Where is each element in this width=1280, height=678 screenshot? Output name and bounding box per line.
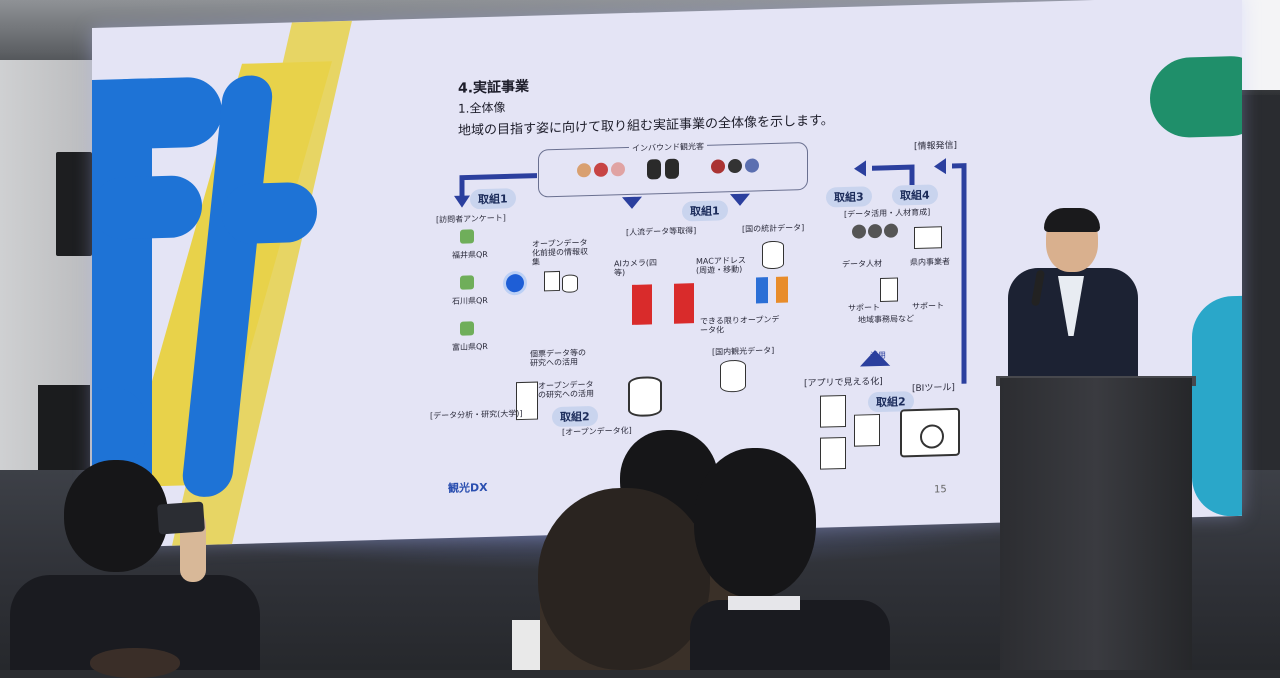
audience-jacket-right bbox=[690, 600, 890, 670]
pie-chart-icon bbox=[820, 394, 846, 428]
data-talent-icon bbox=[852, 223, 898, 239]
domestic-data-label: [国内観光データ] bbox=[712, 345, 775, 357]
audience-head-front bbox=[538, 488, 710, 670]
open-possible-label: できる限りオープンデータ化 bbox=[700, 314, 780, 336]
opendata-label: [オープンデータ化] bbox=[562, 425, 632, 437]
qr-toyama-label: 富山県QR bbox=[452, 341, 488, 352]
audience-collar bbox=[728, 596, 800, 610]
audience-head-bottom bbox=[90, 648, 180, 678]
paper-sheet bbox=[512, 620, 542, 670]
slide-subsection: 1.全体像 bbox=[458, 100, 506, 116]
tag-initiative-1a: 取組1 bbox=[470, 188, 516, 210]
qr-icon bbox=[460, 275, 474, 290]
floor-speaker bbox=[38, 385, 90, 473]
domestic-database-icon bbox=[720, 359, 746, 393]
audience-head-left bbox=[64, 460, 168, 572]
qr-fukui-label: 福井県QR bbox=[452, 249, 488, 260]
tag-initiative-1b: 取組1 bbox=[682, 200, 728, 222]
survey-label: [訪問者アンケート] bbox=[436, 213, 506, 225]
personal-data-label: 個票データ等の研究への活用 bbox=[530, 348, 586, 368]
footer-logo: 観光DX bbox=[448, 480, 488, 496]
data-talent-label: データ人材 bbox=[842, 258, 882, 270]
line-chart-icon bbox=[854, 413, 880, 447]
mac-server-icon bbox=[674, 283, 694, 324]
inbound-label: インバウンド観光客 bbox=[629, 140, 707, 155]
stats-blue-bar bbox=[756, 277, 768, 304]
wall-speaker bbox=[56, 152, 92, 256]
database-icon bbox=[562, 274, 578, 293]
mac-address-label: MACアドレス(周遊・移動) bbox=[696, 255, 746, 276]
app-visual-label: [アプリで見える化] bbox=[804, 376, 883, 390]
opendata-research-label: オープンデータの研究への活用 bbox=[538, 379, 594, 400]
brand-graphic-right bbox=[1150, 56, 1242, 517]
ai-camera-server-icon bbox=[632, 284, 652, 325]
opendata-database-icon bbox=[628, 376, 662, 418]
browser-globe-icon bbox=[900, 407, 960, 458]
national-stats-label: [国の統計データ] bbox=[742, 223, 805, 234]
audience-head-right bbox=[694, 448, 816, 598]
qr-icon bbox=[460, 321, 474, 336]
document-icon bbox=[544, 270, 560, 292]
opendata-collect-label: オープンデータ化前提の情報収集 bbox=[532, 238, 588, 267]
tag-initiative-4: 取組4 bbox=[892, 184, 938, 206]
info-label: [情報発信] bbox=[914, 140, 958, 153]
brand-graphic bbox=[92, 20, 352, 546]
presenter-hair bbox=[1044, 208, 1100, 232]
store-icon bbox=[914, 226, 942, 250]
stats-database-icon bbox=[762, 240, 784, 270]
tag-initiative-3: 取組3 bbox=[826, 186, 872, 208]
stats-orange-bar bbox=[776, 276, 788, 303]
qr-icon bbox=[460, 229, 474, 244]
slide-section-title: 4.実証事業 bbox=[458, 78, 530, 97]
qr-ishikawa-label: 石川県QR bbox=[452, 295, 488, 306]
smartphone-icon bbox=[157, 501, 205, 535]
tag-initiative-2a: 取組2 bbox=[552, 405, 598, 428]
support-left-label: サポート bbox=[848, 302, 880, 313]
ai-camera-label: AIカメラ(四等) bbox=[614, 258, 657, 278]
led-screen: 4.実証事業 1.全体像 地域の目指す姿に向けて取り組む実証事業の全体像を示しま… bbox=[92, 0, 1242, 549]
flow-arrows bbox=[454, 158, 967, 384]
slide-lead: 地域の目指す姿に向けて取り組む実証事業の全体像を示します。 bbox=[458, 113, 834, 139]
regional-org-label: 地域事務局など bbox=[858, 314, 914, 325]
local-business-label: 県内事業者 bbox=[910, 257, 950, 268]
utilize-arrow-label: 活用 bbox=[870, 350, 886, 361]
page-number: 15 bbox=[934, 484, 947, 496]
flow-data-label: [人流データ等取得] bbox=[626, 226, 697, 238]
podium bbox=[1000, 378, 1192, 670]
support-right-label: サポート bbox=[912, 301, 944, 312]
bi-tool-label: [BIツール] bbox=[912, 382, 955, 395]
bar-chart-icon bbox=[820, 436, 846, 470]
office-building-icon bbox=[880, 277, 898, 302]
